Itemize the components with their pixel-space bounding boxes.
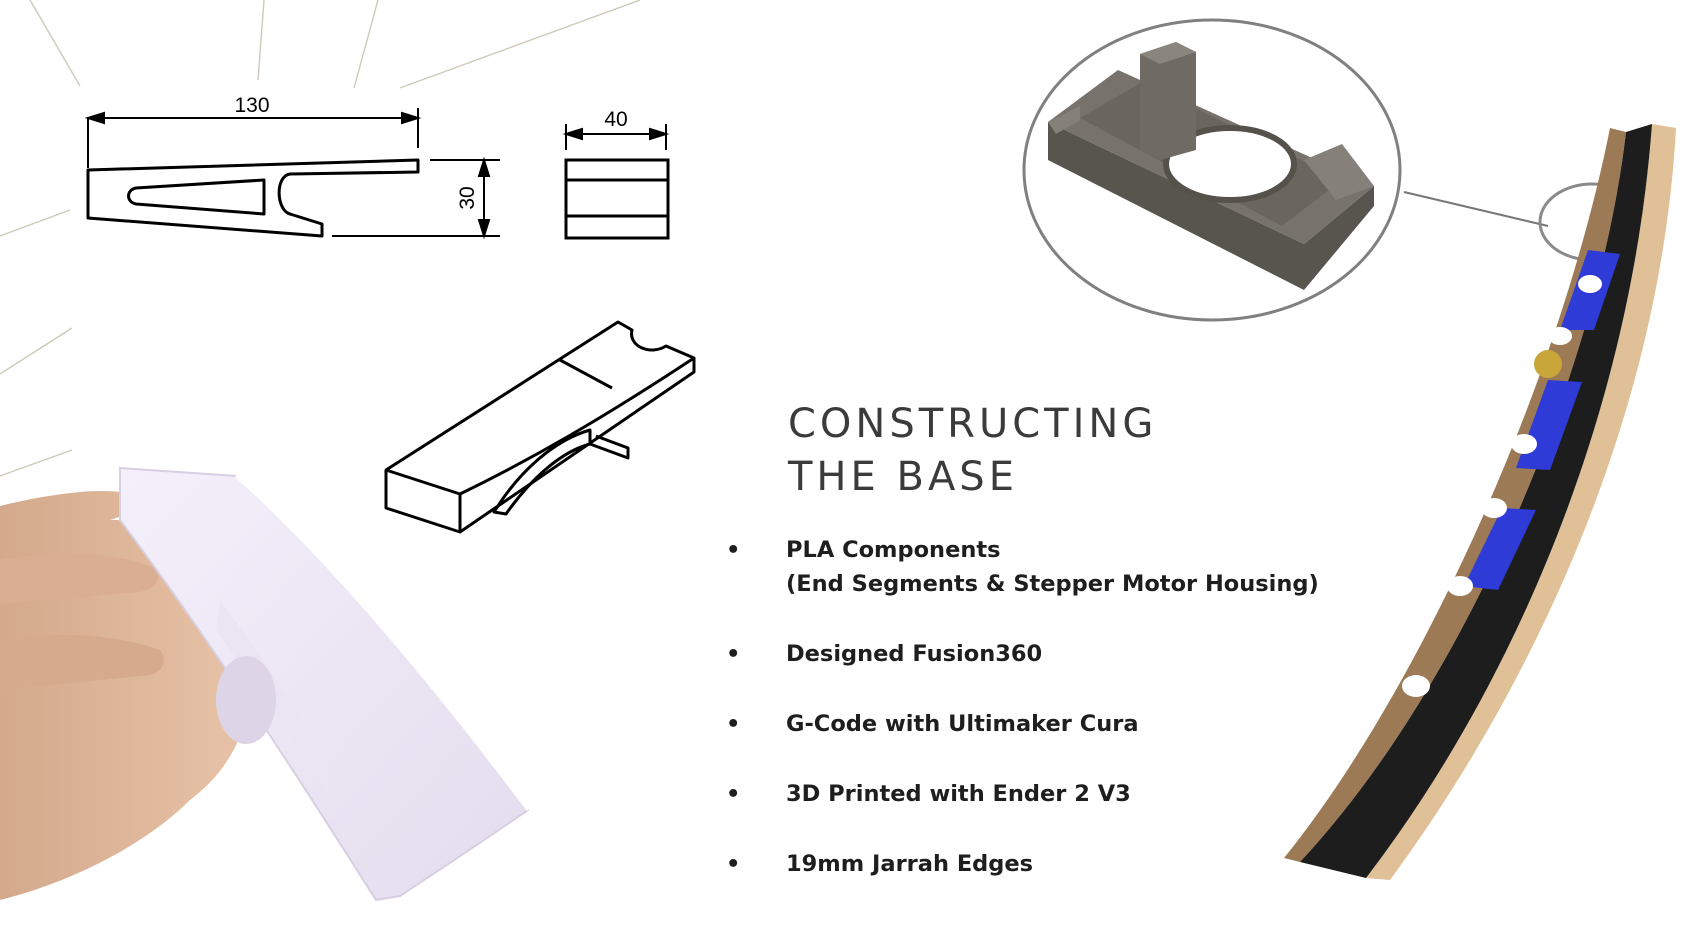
- bullet-dot: •: [726, 711, 741, 737]
- list-item-text: Designed Fusion360: [786, 641, 1043, 667]
- stepper-motor: [1534, 350, 1562, 378]
- dim-width-label: 40: [604, 108, 627, 131]
- motor-housing-render: [1048, 42, 1374, 290]
- list-item-text: PLA Components: [786, 537, 1001, 563]
- callout-connector: [1403, 191, 1549, 227]
- bullet-dot: •: [726, 537, 741, 563]
- end-view-drawing: [564, 158, 670, 240]
- list-item: • PLA Components (End Segments & Stepper…: [726, 533, 1346, 601]
- bullet-dot: •: [726, 641, 741, 667]
- segment-holes: [1402, 275, 1602, 697]
- bullet-list: • PLA Components (End Segments & Stepper…: [726, 533, 1346, 917]
- list-item-text: (End Segments & Stepper Motor Housing): [786, 571, 1319, 597]
- title-line-1: CONSTRUCTING: [788, 401, 1158, 447]
- wooden-base: [1284, 124, 1676, 880]
- list-item-text: 3D Printed with Ender 2 V3: [786, 781, 1131, 807]
- list-item: • 19mm Jarrah Edges: [726, 847, 1346, 881]
- dim-height-label: 30: [456, 186, 479, 209]
- section-title: CONSTRUCTING THE BASE: [788, 398, 1157, 504]
- list-item-text: G-Code with Ultimaker Cura: [786, 711, 1139, 737]
- list-item: • Designed Fusion360: [726, 637, 1346, 671]
- dim-length-label: 130: [234, 94, 269, 117]
- list-item-text: 19mm Jarrah Edges: [786, 851, 1034, 877]
- list-item: • G-Code with Ultimaker Cura: [726, 707, 1346, 741]
- bullet-dot: •: [726, 781, 741, 807]
- side-profile-drawing: [86, 158, 420, 238]
- title-line-2: THE BASE: [788, 454, 1018, 500]
- isometric-drawing: [384, 320, 696, 534]
- list-item: • 3D Printed with Ender 2 V3: [726, 777, 1346, 811]
- bullet-dot: •: [726, 851, 741, 877]
